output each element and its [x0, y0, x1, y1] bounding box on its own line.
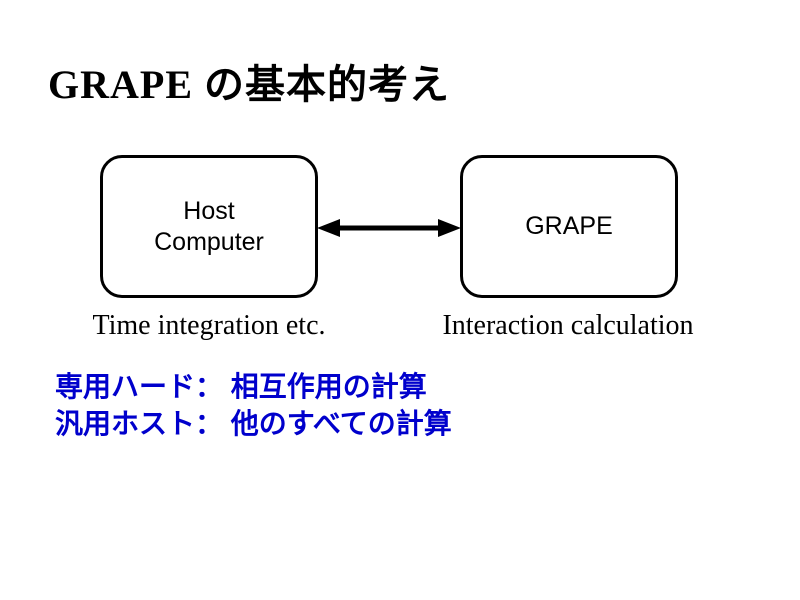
grape-box: GRAPE	[460, 155, 678, 298]
host-computer-box: Host Computer	[100, 155, 318, 298]
grape-caption: Interaction calculation	[442, 310, 694, 341]
note-dedicated-hardware: 専用ハード： 相互作用の計算	[55, 371, 427, 402]
host-caption: Time integration etc.	[92, 310, 326, 341]
host-computer-label-line2: Computer	[154, 227, 264, 256]
bidirectional-arrow-icon	[317, 219, 461, 237]
note-general-purpose-host: 汎用ホスト： 他のすべての計算	[55, 408, 452, 439]
page-title: GRAPE の基本的考え	[48, 62, 450, 107]
grape-label: GRAPE	[525, 212, 613, 240]
host-computer-label-line1: Host	[183, 196, 235, 225]
